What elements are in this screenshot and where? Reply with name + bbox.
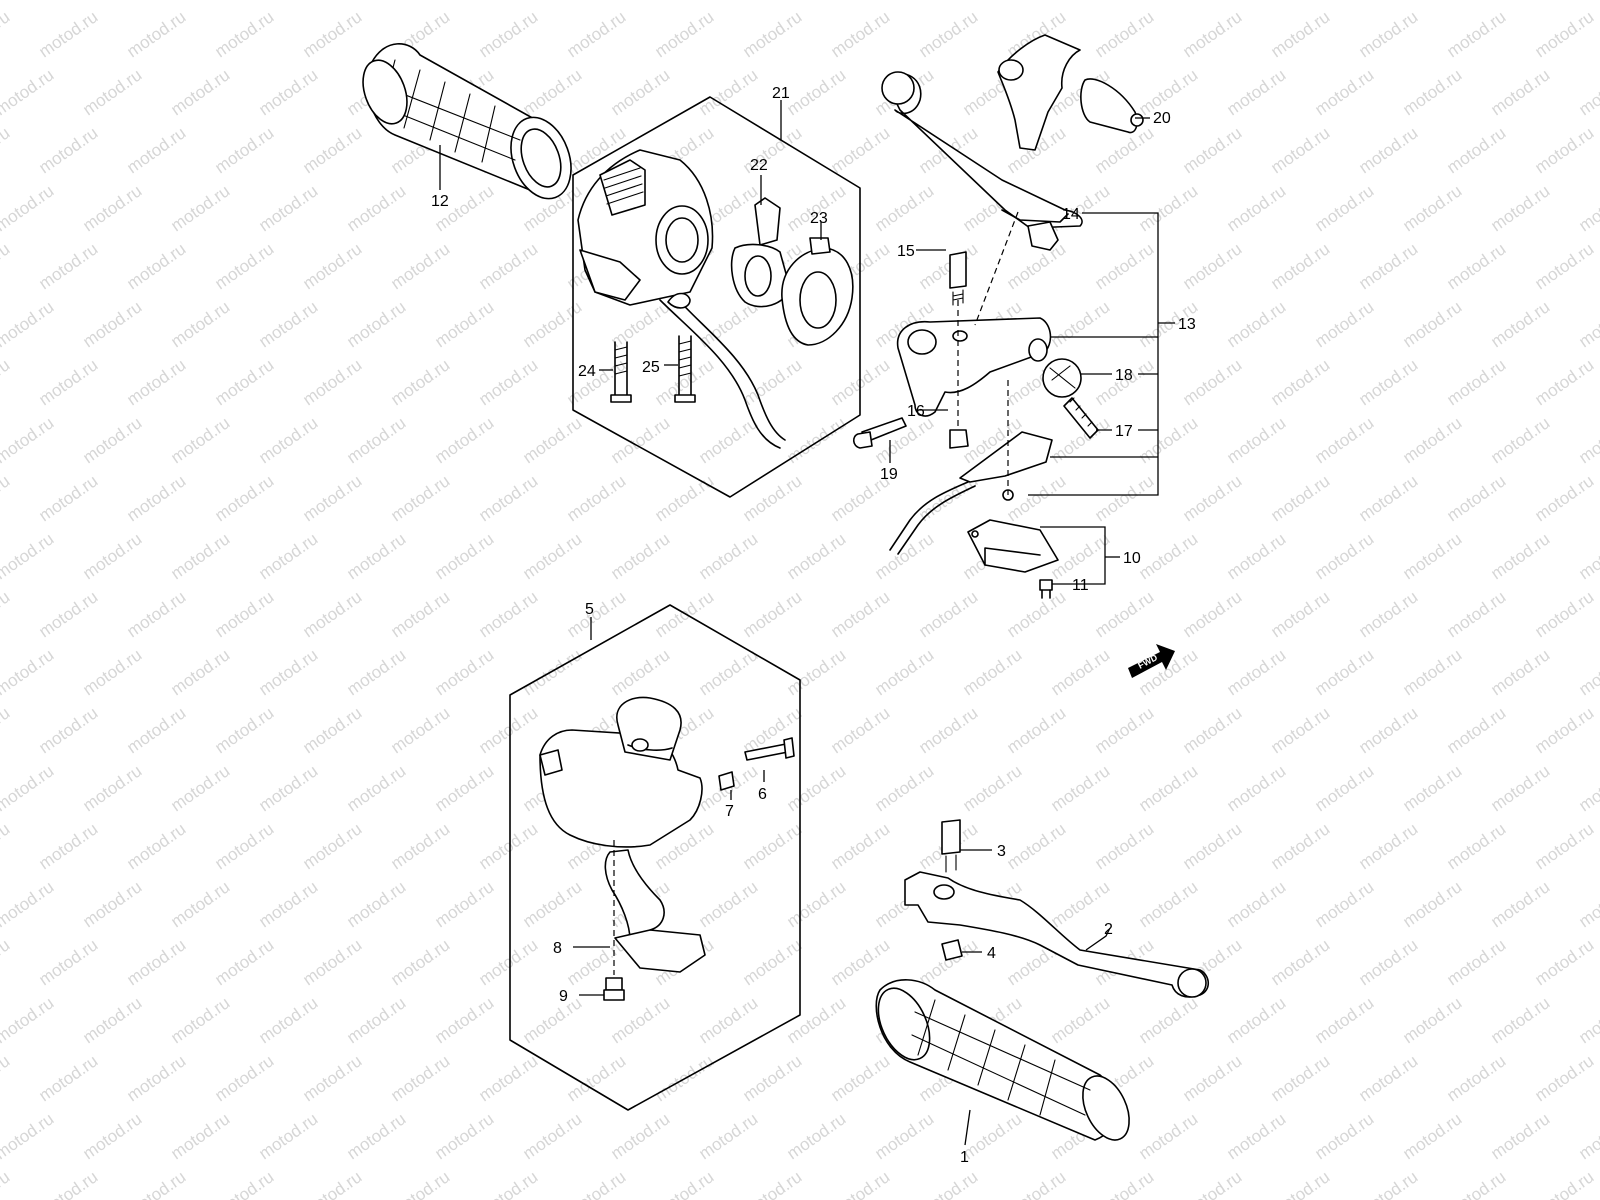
callout-labels: 12 21 22 23 24 25 20 14 15 13 18 17 16 1… (431, 85, 1196, 1166)
clutch-switch-10 (967, 519, 1059, 573)
clamp-bolt-19 (852, 417, 907, 449)
pivot-bolt-15 (949, 251, 967, 306)
callout-6: 6 (758, 786, 767, 803)
pivot-bolt-3 (941, 819, 961, 873)
clutch-lever (881, 71, 1083, 251)
callout-16: 16 (907, 403, 925, 420)
forward-direction-badge: FWD (1128, 644, 1175, 678)
left-handlebar-switch (577, 149, 786, 449)
callout-8: 8 (553, 940, 562, 957)
callout-24: 24 (578, 363, 596, 380)
leader-lines (439, 100, 1175, 1146)
screw-9 (603, 977, 625, 1001)
switch-collar (781, 237, 854, 346)
callout-14: 14 (1062, 206, 1080, 223)
nut-16 (949, 429, 969, 449)
dimmer-switch-lever (730, 197, 791, 308)
callout-23: 23 (810, 210, 828, 227)
mirror-bracket-20 (997, 34, 1144, 151)
throttle-cable-guide (604, 849, 706, 973)
screw-11 (1039, 579, 1053, 599)
callout-5: 5 (585, 601, 594, 618)
switch-screw-24 (610, 341, 632, 403)
callout-19: 19 (880, 466, 898, 483)
brake-lever (904, 871, 1210, 998)
callout-18: 18 (1115, 367, 1133, 384)
callout-22: 22 (750, 157, 768, 174)
callout-7: 7 (725, 803, 734, 820)
callout-11: 11 (1072, 577, 1089, 594)
switch-screw-25 (674, 335, 696, 403)
callout-20: 20 (1153, 110, 1171, 127)
left-handlebar-grip (362, 43, 572, 200)
switch-assembly-group-box (572, 96, 861, 498)
throttle-group-box (509, 604, 801, 1111)
adjuster-bolt-17 (1063, 397, 1099, 439)
lever-bracket-13 (896, 317, 1052, 417)
assembly-line-lever (974, 211, 1019, 326)
nut-4 (941, 939, 963, 961)
throttle-housing (539, 696, 703, 848)
nut-7 (718, 771, 735, 791)
callout-2: 2 (1104, 921, 1113, 938)
callout-12: 12 (431, 193, 449, 210)
callout-1: 1 (960, 1149, 969, 1166)
watermark-text: motod.ru (1575, 0, 1600, 3)
callout-10: 10 (1123, 550, 1141, 567)
callout-15: 15 (897, 243, 915, 260)
callout-21: 21 (772, 85, 790, 102)
callout-25: 25 (642, 359, 660, 376)
right-handlebar-grip (875, 979, 1130, 1141)
callout-9: 9 (559, 988, 568, 1005)
bolt-6 (744, 737, 795, 761)
callout-13: 13 (1178, 316, 1196, 333)
callout-17: 17 (1115, 423, 1133, 440)
adjuster-18 (1042, 358, 1082, 398)
callout-3: 3 (997, 843, 1006, 860)
callout-4: 4 (987, 945, 996, 962)
